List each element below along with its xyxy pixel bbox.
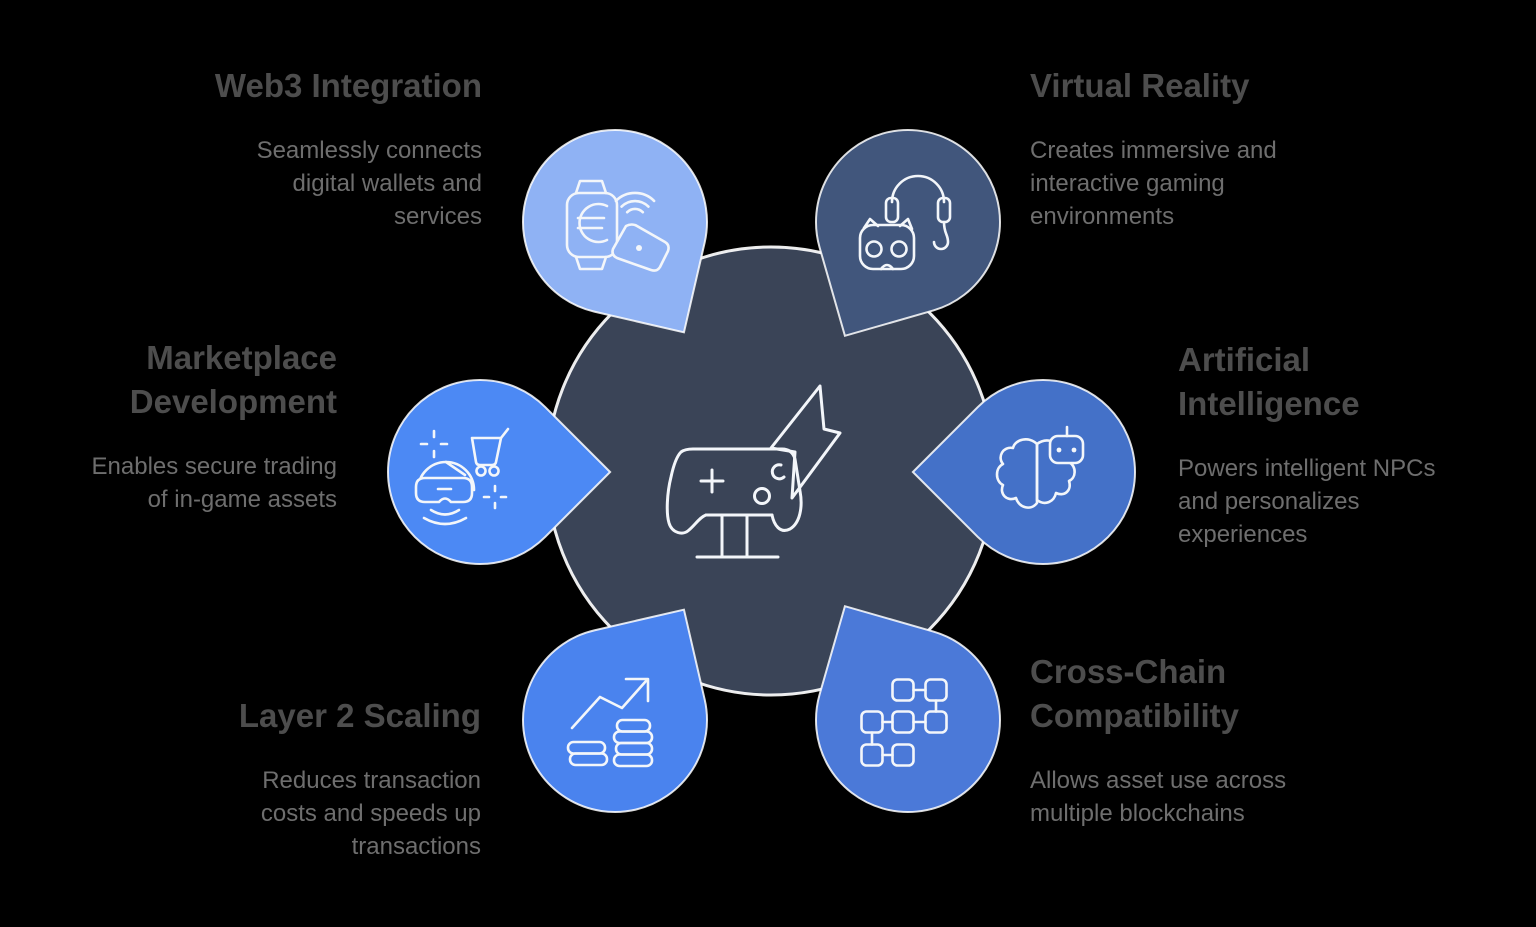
growth-arrow-icon: [570, 679, 648, 730]
node-block-virtual-reality: Virtual Reality Creates immersive and in…: [1030, 64, 1370, 233]
node-block-cross-chain: Cross-Chain Compatibility Allows asset u…: [1030, 650, 1390, 830]
node-description: Reduces transaction costs and speeds up …: [260, 766, 481, 861]
brain-robot-icon: [995, 425, 1085, 509]
node-block-layer2: Layer 2 Scaling Reduces transaction cost…: [141, 694, 481, 863]
linked-blocks-icon: [860, 678, 948, 767]
node-block-marketplace: Marketplace Development Enables secure t…: [17, 336, 337, 516]
coin-stacks-icon: [566, 718, 654, 768]
contactless-waves-icon: [614, 191, 656, 214]
sparkle-icon: [419, 429, 449, 459]
node-title: Virtual Reality: [1030, 67, 1250, 104]
node-description: Creates immersive and interactive gaming…: [1030, 136, 1277, 231]
petal-web3: [522, 129, 708, 334]
node-block-artificial-intelligence: Artificial Intelligence Powers intellige…: [1178, 338, 1518, 551]
smartwatch-contactless-payment-icon: [565, 179, 670, 272]
sparkle-icon: [482, 484, 508, 510]
node-title: Web3 Integration: [214, 67, 482, 104]
shopping-cart-icon: [470, 427, 510, 477]
growth-chart-coins-icon: [566, 677, 654, 768]
node-description: Powers intelligent NPCs and personalizes…: [1178, 454, 1436, 548]
node-block-web3: Web3 Integration Seamlessly connects dig…: [142, 64, 482, 233]
game-controller-lightning-icon: [665, 384, 842, 559]
petal-virtual-reality: [815, 129, 1001, 338]
node-title: Marketplace Development: [129, 339, 337, 420]
node-description: Seamlessly connects digital wallets and …: [256, 136, 482, 231]
euro-symbol: [576, 202, 609, 244]
node-description: Enables secure trading of in-game assets: [91, 452, 337, 513]
node-title: Layer 2 Scaling: [238, 697, 481, 734]
node-title: Artificial Intelligence: [1178, 341, 1360, 422]
vr-goggles-headphones-icon: [858, 174, 952, 271]
robot-head-icon: [1048, 425, 1085, 465]
node-title: Cross-Chain Compatibility: [1030, 653, 1240, 734]
petal-layer2: [522, 608, 708, 813]
vr-head-shopping-cart-icon: [414, 427, 510, 526]
petal-artificial-intelligence: [911, 379, 1136, 565]
node-description: Allows asset use across multiple blockch…: [1030, 766, 1287, 827]
